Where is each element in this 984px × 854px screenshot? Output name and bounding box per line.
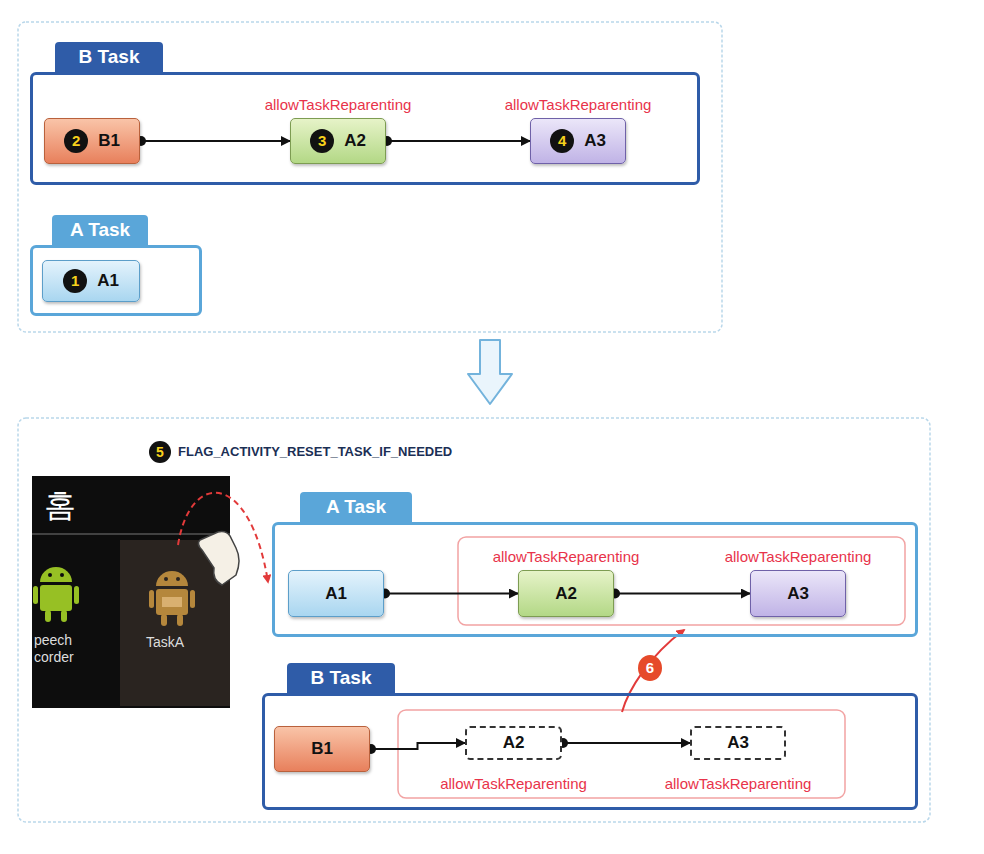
connector-group	[382, 136, 530, 146]
callout-number: 2	[64, 129, 88, 153]
attribute-label: allowTaskReparenting	[491, 548, 642, 566]
flow-arrow	[614, 593, 750, 595]
app-label: peech corder	[34, 632, 90, 666]
task-tab: B Task	[55, 42, 163, 72]
app-label: TaskA	[146, 634, 184, 651]
callout-number: 3	[310, 129, 334, 153]
connector-group	[610, 589, 750, 599]
after-panel	[18, 418, 930, 822]
attribute-label: allowTaskReparenting	[263, 96, 414, 114]
activity-box: allowTaskReparenting4A3	[530, 118, 626, 164]
intent-flag: FLAG_ACTIVITY_RESET_TASK_IF_NEEDED	[178, 444, 452, 460]
attribute-label: allowTaskReparenting	[503, 96, 654, 114]
activity-box: allowTaskReparentingA2	[518, 570, 614, 617]
callout-number: 5	[149, 441, 171, 463]
attribute-label: allowTaskReparenting	[663, 775, 814, 793]
flow-arrow	[562, 742, 690, 744]
move-arrow	[622, 630, 684, 712]
reparent-group	[458, 537, 905, 625]
activity-name: A1	[325, 584, 347, 604]
task-tab: A Task	[300, 492, 412, 522]
hand-pointer	[198, 532, 239, 586]
task-stack: A TaskA1allowTaskReparentingA2allowTaskR…	[272, 522, 918, 637]
flow-arrow	[384, 593, 518, 595]
activity-name: A2	[503, 733, 525, 753]
activity-name: A3	[727, 733, 749, 753]
connector-group	[558, 738, 690, 748]
android-icon	[149, 571, 195, 626]
reparent-group	[398, 710, 845, 798]
activity-box: 1 A1	[42, 260, 140, 302]
screen-title: 홈	[44, 486, 76, 524]
android-icon	[33, 567, 79, 622]
moved-activity-box: A2allowTaskReparenting	[465, 726, 562, 760]
connector-group	[380, 589, 518, 599]
callout-number: 1	[63, 269, 87, 293]
activity-name: A3	[787, 584, 809, 604]
connector-group	[366, 743, 465, 754]
task-tab: A Task	[52, 215, 148, 245]
activity-name: A3	[584, 131, 606, 151]
home-screenshot	[32, 476, 239, 708]
activity-box: allowTaskReparentingA3	[750, 570, 846, 617]
activity-box: B1	[274, 726, 370, 772]
activity-name: A2	[555, 584, 577, 604]
callout-number: 6	[638, 655, 662, 681]
attribute-label: allowTaskReparenting	[723, 548, 874, 566]
callout-number: 4	[550, 129, 574, 153]
tap-arc	[178, 493, 268, 582]
task-tab: B Task	[287, 663, 395, 693]
task-stack: B Task2B1allowTaskReparenting3A2allowTas…	[30, 72, 700, 185]
activity-name: A2	[344, 131, 366, 151]
activity-box: 2 B1	[44, 118, 140, 164]
activity-box: A1	[288, 570, 384, 617]
flow-arrow	[140, 140, 290, 142]
flow-arrow	[370, 743, 465, 749]
attribute-label: allowTaskReparenting	[438, 775, 589, 793]
flow-arrow	[386, 140, 530, 142]
task-stack: A Task1A1	[30, 245, 202, 316]
task-stack: B TaskB1A2allowTaskReparentingA3allowTas…	[262, 693, 918, 810]
moved-activity-box: A3allowTaskReparenting	[690, 726, 786, 760]
activity-name: B1	[98, 131, 120, 151]
before-panel	[18, 22, 722, 332]
activity-name: A1	[97, 271, 119, 291]
activity-box: allowTaskReparenting3A2	[290, 118, 386, 164]
connector-group	[136, 136, 290, 146]
down-arrow	[468, 340, 512, 404]
activity-name: B1	[311, 739, 333, 759]
